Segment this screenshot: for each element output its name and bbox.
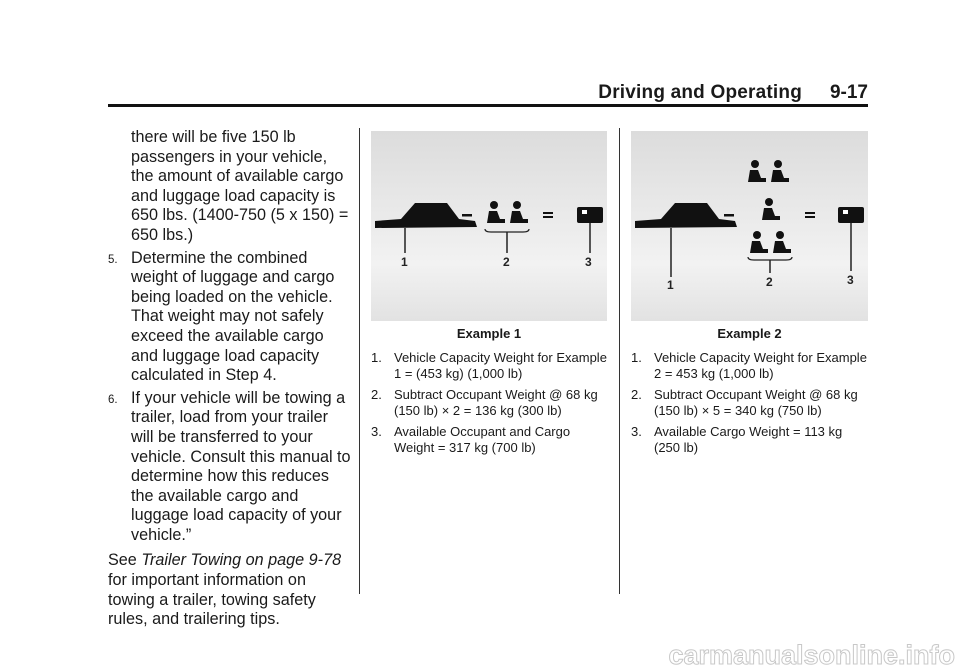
minus-icon <box>462 214 472 217</box>
step-6: 6. If your vehicle will be towing a trai… <box>108 389 353 546</box>
column-divider <box>359 128 360 594</box>
fig-label: 3 <box>585 255 592 269</box>
intro-paragraph: there will be five 150 lb passengers in … <box>131 128 349 244</box>
example2-figure: 1 2 3 <box>631 131 868 321</box>
see-also-paragraph: See Trailer Towing on page 9-78 for impo… <box>108 551 353 629</box>
step-number: 5. <box>108 253 118 266</box>
list-item: 2. Subtract Occupant Weight @ 68 kg (150 … <box>371 387 607 419</box>
step-number: 6. <box>108 393 118 406</box>
item-number: 2. <box>631 387 642 402</box>
item-number: 1. <box>631 350 642 365</box>
occupant-icon <box>487 201 528 223</box>
section-title: Driving and Operating <box>598 82 802 103</box>
list-item: 2. Subtract Occupant Weight @ 68 kg (150 … <box>631 387 871 419</box>
fig-label: 1 <box>667 278 674 292</box>
see-suffix: for important information on towing a tr… <box>108 571 316 629</box>
car-icon <box>375 203 477 228</box>
item-text: Subtract Occupant Weight @ 68 kg (150 lb… <box>654 387 858 418</box>
example1-figure: 1 2 3 <box>371 131 607 321</box>
left-column: there will be five 150 lb passengers in … <box>108 128 353 630</box>
item-text: Subtract Occupant Weight @ 68 kg (150 lb… <box>394 387 598 418</box>
item-number: 2. <box>371 387 382 402</box>
item-text: Vehicle Capacity Weight for Example 2 = … <box>654 350 867 381</box>
page-number: 9-17 <box>829 82 868 103</box>
fig-label: 2 <box>503 255 510 269</box>
item-text: Available Occupant and Cargo Weight = 31… <box>394 424 571 455</box>
occupant-icon <box>750 231 791 253</box>
list-item: 3. Available Occupant and Cargo Weight = … <box>371 424 607 456</box>
item-number: 1. <box>371 350 382 365</box>
list-item: 1. Vehicle Capacity Weight for Example 1 … <box>371 350 607 382</box>
list-item: 1. Vehicle Capacity Weight for Example 2 … <box>631 350 871 382</box>
example2-list: 1. Vehicle Capacity Weight for Example 2 … <box>631 350 871 461</box>
trailer-towing-link[interactable]: Trailer Towing on page 9-78 <box>141 551 342 570</box>
example1-list: 1. Vehicle Capacity Weight for Example 1 … <box>371 350 607 461</box>
step-text: Determine the combined weight of luggage… <box>131 248 335 385</box>
column-divider <box>619 128 620 594</box>
equals-icon <box>805 212 815 214</box>
fig-label: 3 <box>847 273 854 287</box>
item-text: Vehicle Capacity Weight for Example 1 = … <box>394 350 607 381</box>
occupant-icon <box>748 160 789 182</box>
fig-label: 1 <box>401 255 408 269</box>
page-header: Driving and Operating 9-17 <box>0 0 960 107</box>
occupant-icon <box>762 198 780 220</box>
step-text: If your vehicle will be towing a trailer… <box>131 388 351 544</box>
step-5: 5. Determine the combined weight of lugg… <box>108 249 353 386</box>
fig-label: 2 <box>766 275 773 289</box>
example2-caption: Example 2 <box>717 326 782 341</box>
svg-text:carmanualsonline.info: carmanualsonline.info <box>668 640 955 670</box>
luggage-icon <box>577 207 603 223</box>
minus-icon <box>724 214 734 217</box>
item-text: Available Cargo Weight = 113 kg (250 lb) <box>654 424 843 455</box>
luggage-icon <box>838 207 864 223</box>
header-rule <box>108 104 868 107</box>
equals-icon <box>543 212 553 214</box>
item-number: 3. <box>371 424 382 439</box>
item-number: 3. <box>631 424 642 439</box>
example1-caption: Example 1 <box>456 326 522 341</box>
watermark: carmanualsonline.info <box>668 640 956 671</box>
see-prefix: See <box>108 551 142 570</box>
car-icon <box>635 203 737 228</box>
list-item: 3. Available Cargo Weight = 113 kg (250 l… <box>631 424 871 456</box>
